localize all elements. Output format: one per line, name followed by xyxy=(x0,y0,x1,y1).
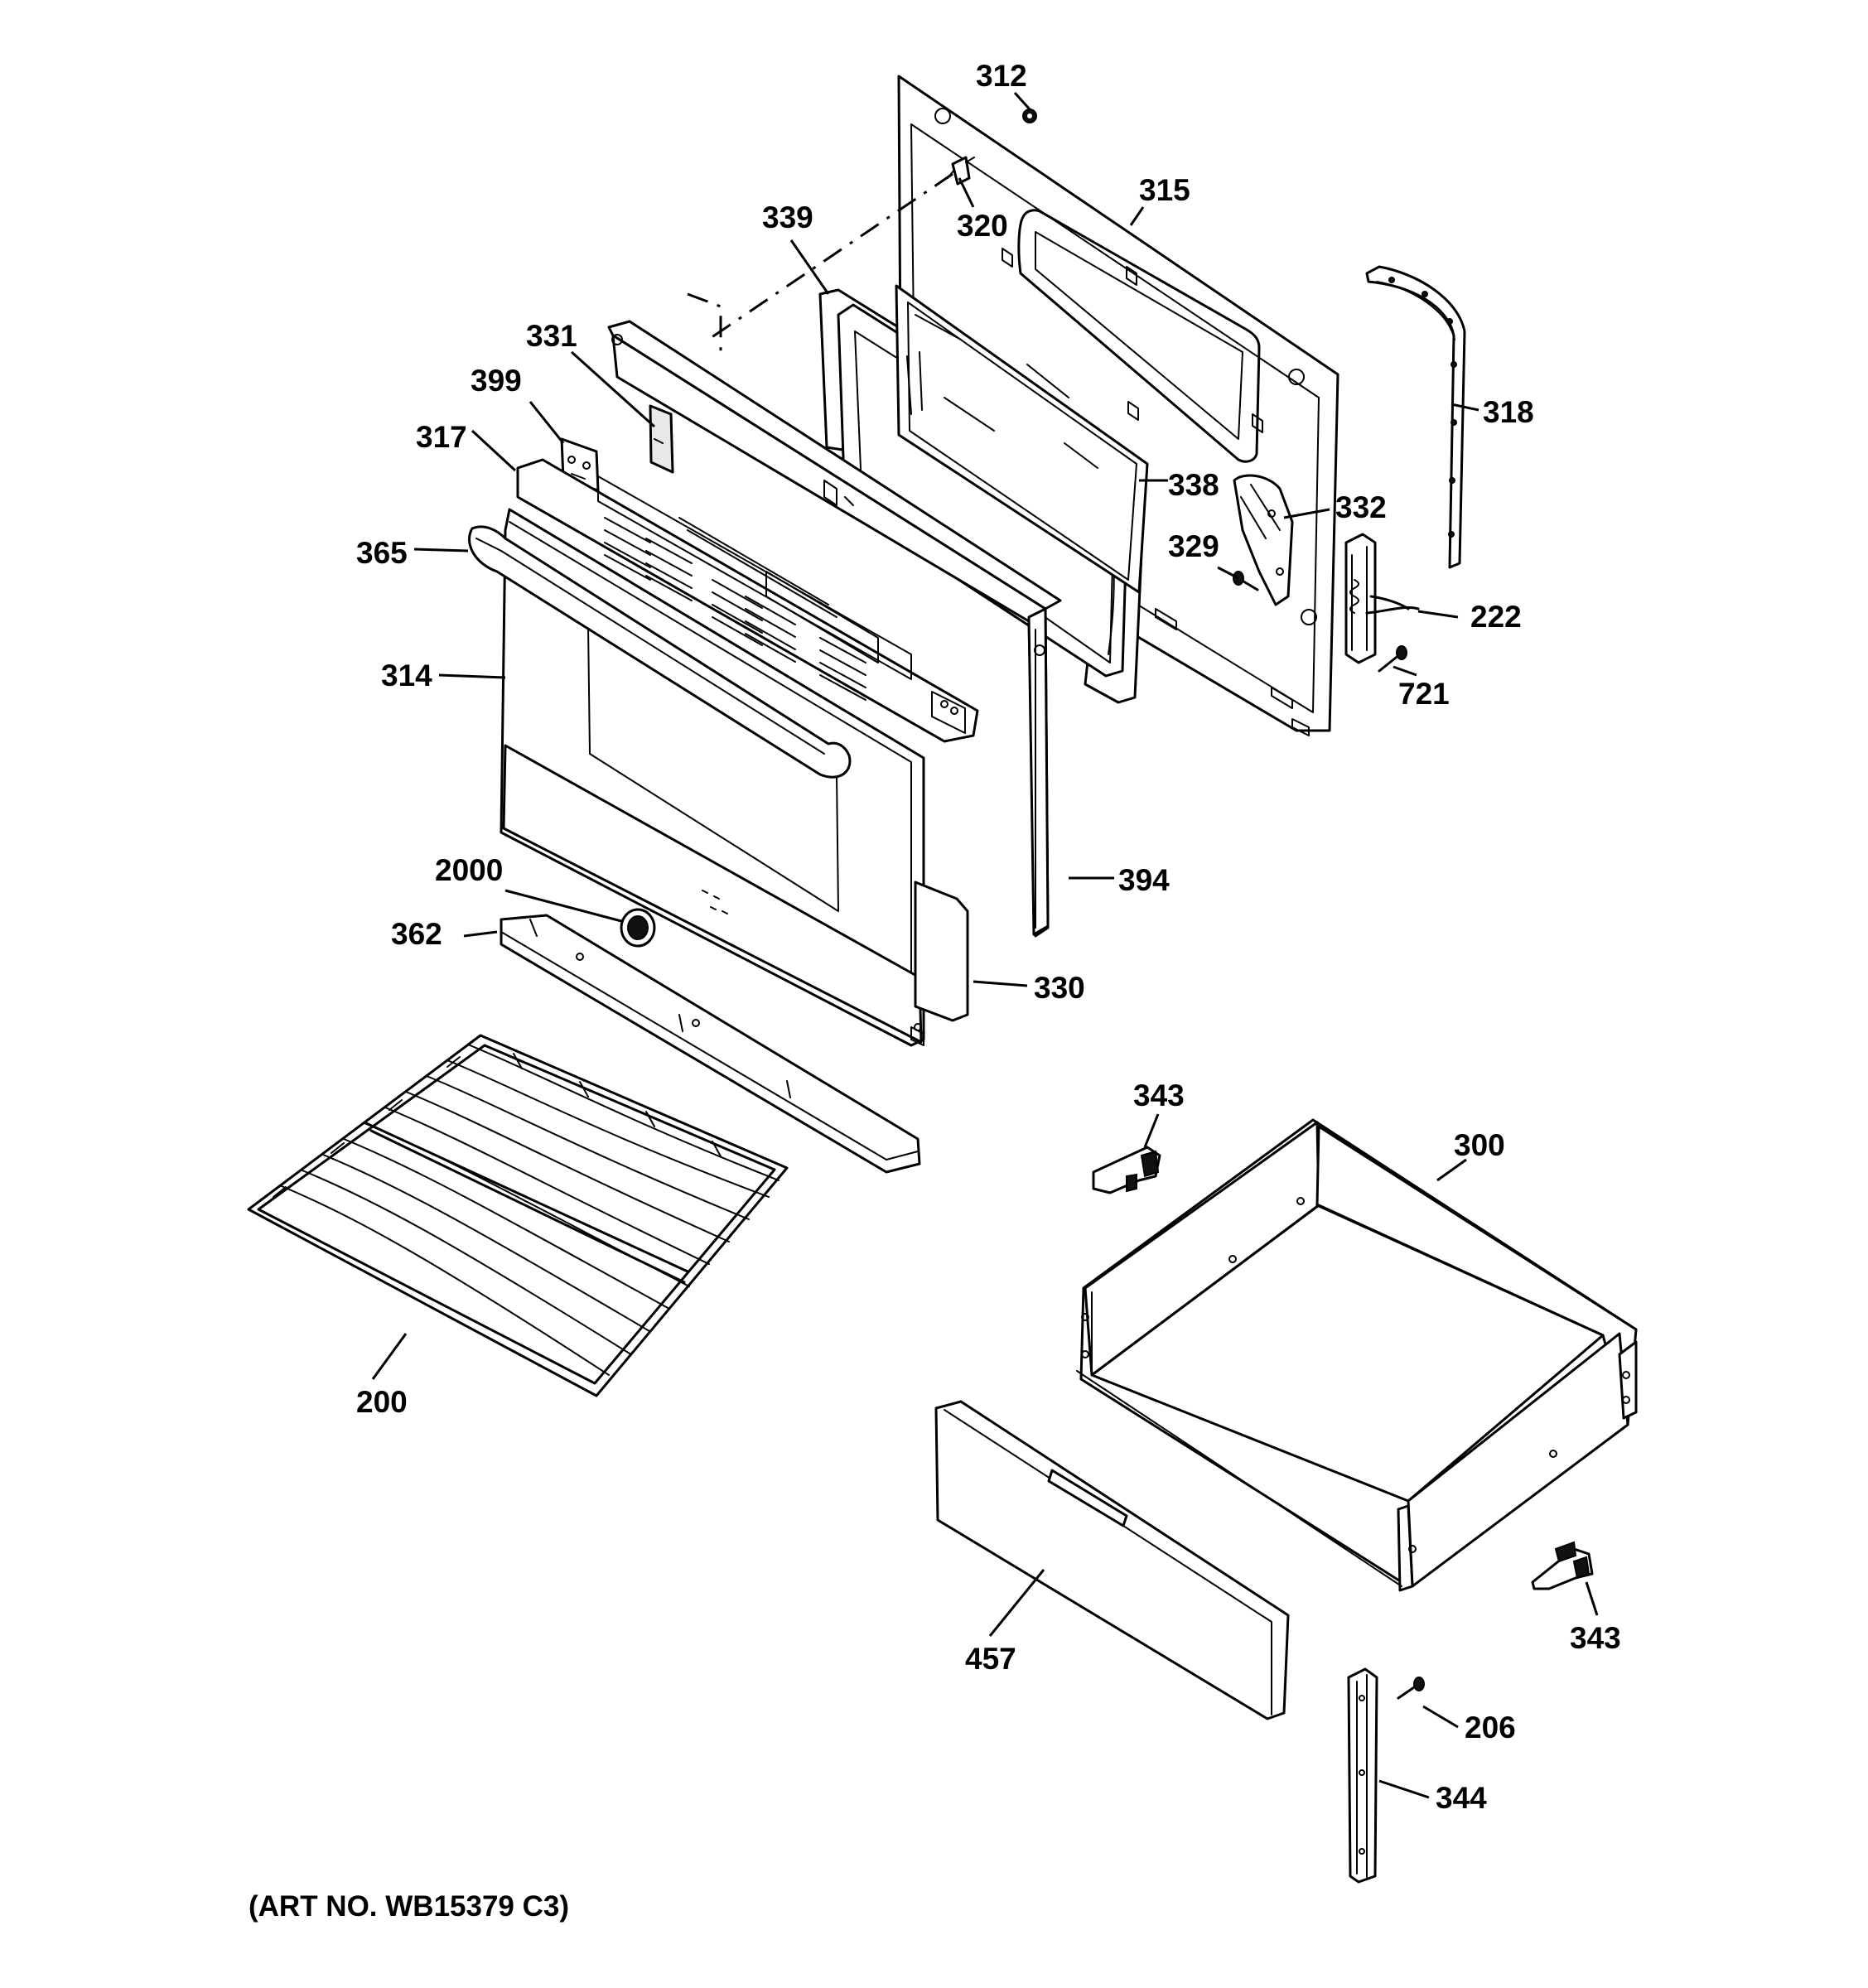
callout-200: 200 xyxy=(356,1385,408,1419)
callout-314: 314 xyxy=(381,659,432,692)
callout-338: 338 xyxy=(1168,468,1219,502)
bracket-320[interactable] xyxy=(947,156,975,186)
callout-312: 312 xyxy=(976,59,1027,93)
door-handle-365[interactable] xyxy=(468,525,852,779)
drawer-box-300[interactable] xyxy=(1076,1118,1638,1592)
callout-206: 206 xyxy=(1465,1711,1516,1744)
art-number: (ART NO. WB15379 C3) xyxy=(249,1890,570,1923)
callout-343-top: 343 xyxy=(1133,1078,1185,1112)
callout-339: 339 xyxy=(762,200,813,234)
door-hinge-222[interactable] xyxy=(1344,533,1420,664)
callout-318: 318 xyxy=(1483,395,1534,429)
callout-343-bottom: 343 xyxy=(1570,1621,1621,1655)
callout-320: 320 xyxy=(957,209,1008,243)
alignment-lines xyxy=(687,172,953,352)
callout-315: 315 xyxy=(1139,173,1190,207)
screw-721[interactable] xyxy=(1378,645,1407,673)
vent-panel-317[interactable] xyxy=(516,458,979,743)
hinge-bracket-332[interactable] xyxy=(1233,474,1294,606)
window-glass-338[interactable] xyxy=(895,284,1149,594)
callout-2000: 2000 xyxy=(435,853,503,887)
callout-457: 457 xyxy=(965,1642,1016,1676)
drawer-clip-343-top[interactable] xyxy=(1092,1146,1161,1194)
callout-394: 394 xyxy=(1118,863,1170,897)
callout-222: 222 xyxy=(1470,600,1522,634)
callout-344: 344 xyxy=(1436,1781,1487,1815)
side-panel-330[interactable] xyxy=(914,881,969,1022)
callout-331: 331 xyxy=(526,319,577,353)
drawer-clip-343-bottom[interactable] xyxy=(1531,1541,1594,1590)
door-outer-frame-394[interactable] xyxy=(607,320,1062,938)
bracket-331[interactable] xyxy=(649,404,674,474)
screw-206[interactable] xyxy=(1397,1677,1425,1700)
callout-721: 721 xyxy=(1398,677,1450,711)
callout-365: 365 xyxy=(356,536,408,570)
nut-312[interactable] xyxy=(1022,109,1037,123)
leader-lines xyxy=(371,91,1599,1799)
door-inner-panel-315[interactable] xyxy=(897,75,1339,736)
badge-2000[interactable] xyxy=(620,908,656,948)
callout-300: 300 xyxy=(1454,1128,1505,1162)
drawer-front-457[interactable] xyxy=(934,1400,1290,1720)
drawer-rail-344[interactable] xyxy=(1347,1667,1378,1884)
callout-362: 362 xyxy=(391,917,442,951)
door-outer-glass-314[interactable] xyxy=(500,508,925,1047)
callout-330: 330 xyxy=(1034,971,1085,1005)
callout-labels: 312 320 315 339 331 399 317 365 314 318 … xyxy=(356,59,1621,1815)
callout-329: 329 xyxy=(1168,529,1219,563)
door-trim-362[interactable] xyxy=(500,914,921,1174)
callout-399: 399 xyxy=(471,364,522,398)
oven-rack-200[interactable] xyxy=(247,1034,789,1397)
door-gasket-318[interactable] xyxy=(1365,265,1466,569)
callout-332: 332 xyxy=(1335,490,1387,524)
callout-317: 317 xyxy=(416,420,467,454)
